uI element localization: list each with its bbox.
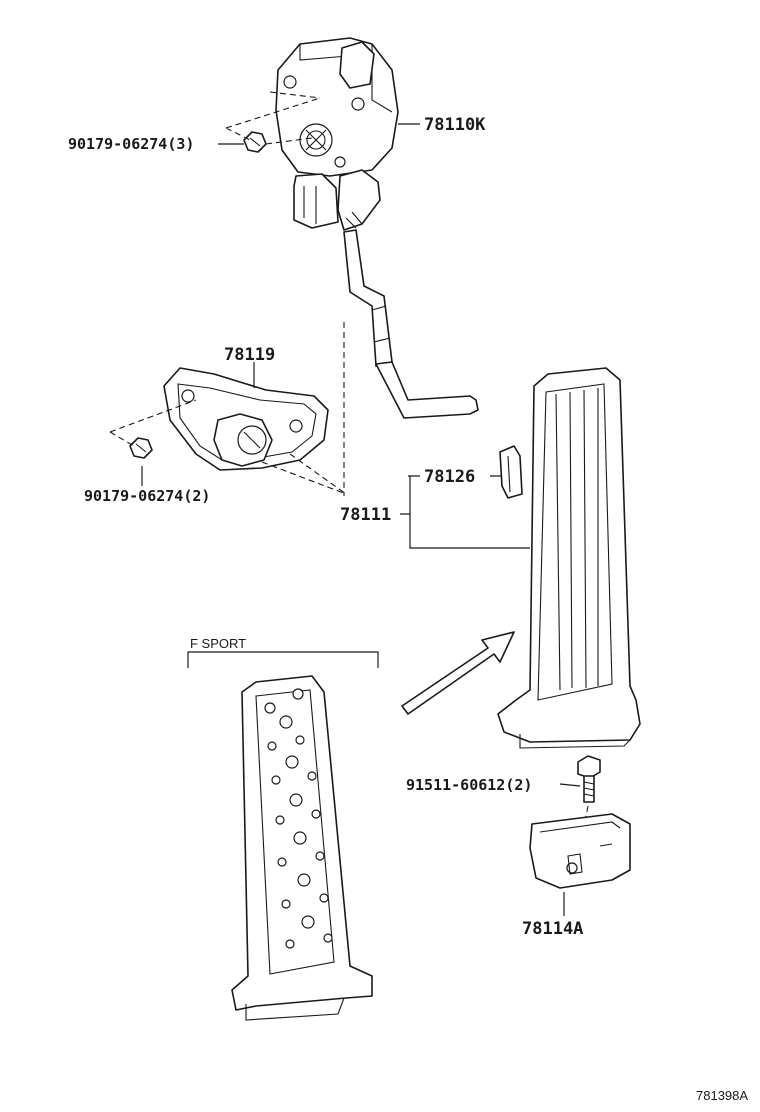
fsport-pedal-holes — [264, 688, 333, 949]
label-78114A[interactable]: 78114A — [522, 919, 583, 939]
bracket-drawing[interactable] — [163, 367, 329, 471]
bracket-bolt-drawing[interactable] — [129, 437, 153, 459]
sensor-bolt-guide — [225, 97, 321, 145]
label-bolt-bracket[interactable]: 90179-06274(2) — [84, 487, 210, 505]
diagram-code: 781398A — [696, 1088, 748, 1103]
variant-arrow — [401, 631, 515, 715]
label-78126[interactable]: 78126 — [424, 467, 475, 487]
label-fsport: F SPORT — [190, 636, 246, 651]
sensor-assembly-drawing[interactable] — [275, 37, 479, 419]
pedal-bracket-drawing[interactable] — [529, 813, 631, 889]
leader-bolt-pedal — [559, 783, 581, 787]
bracket-bolt-guide — [109, 399, 197, 447]
clip-drawing[interactable] — [499, 445, 523, 499]
sensor-mount-guide — [269, 91, 321, 99]
label-bolt-pedal[interactable]: 91511-60612(2) — [406, 776, 532, 794]
leader-78111-78126 — [400, 475, 530, 549]
label-78111[interactable]: 78111 — [340, 505, 391, 525]
label-78119[interactable]: 78119 — [224, 345, 275, 365]
label-bolt-sensor[interactable]: 90179-06274(3) — [68, 135, 194, 153]
fsport-pedal-drawing[interactable] — [231, 675, 373, 1021]
sensor-bolt-drawing[interactable] — [243, 131, 267, 153]
pedal-bolt-drawing[interactable] — [577, 755, 601, 803]
pedal-drawing[interactable] — [497, 367, 641, 749]
label-78110K[interactable]: 78110K — [424, 115, 486, 135]
fsport-bracket-line — [187, 651, 379, 668]
bracket-mount-guide — [261, 322, 347, 496]
